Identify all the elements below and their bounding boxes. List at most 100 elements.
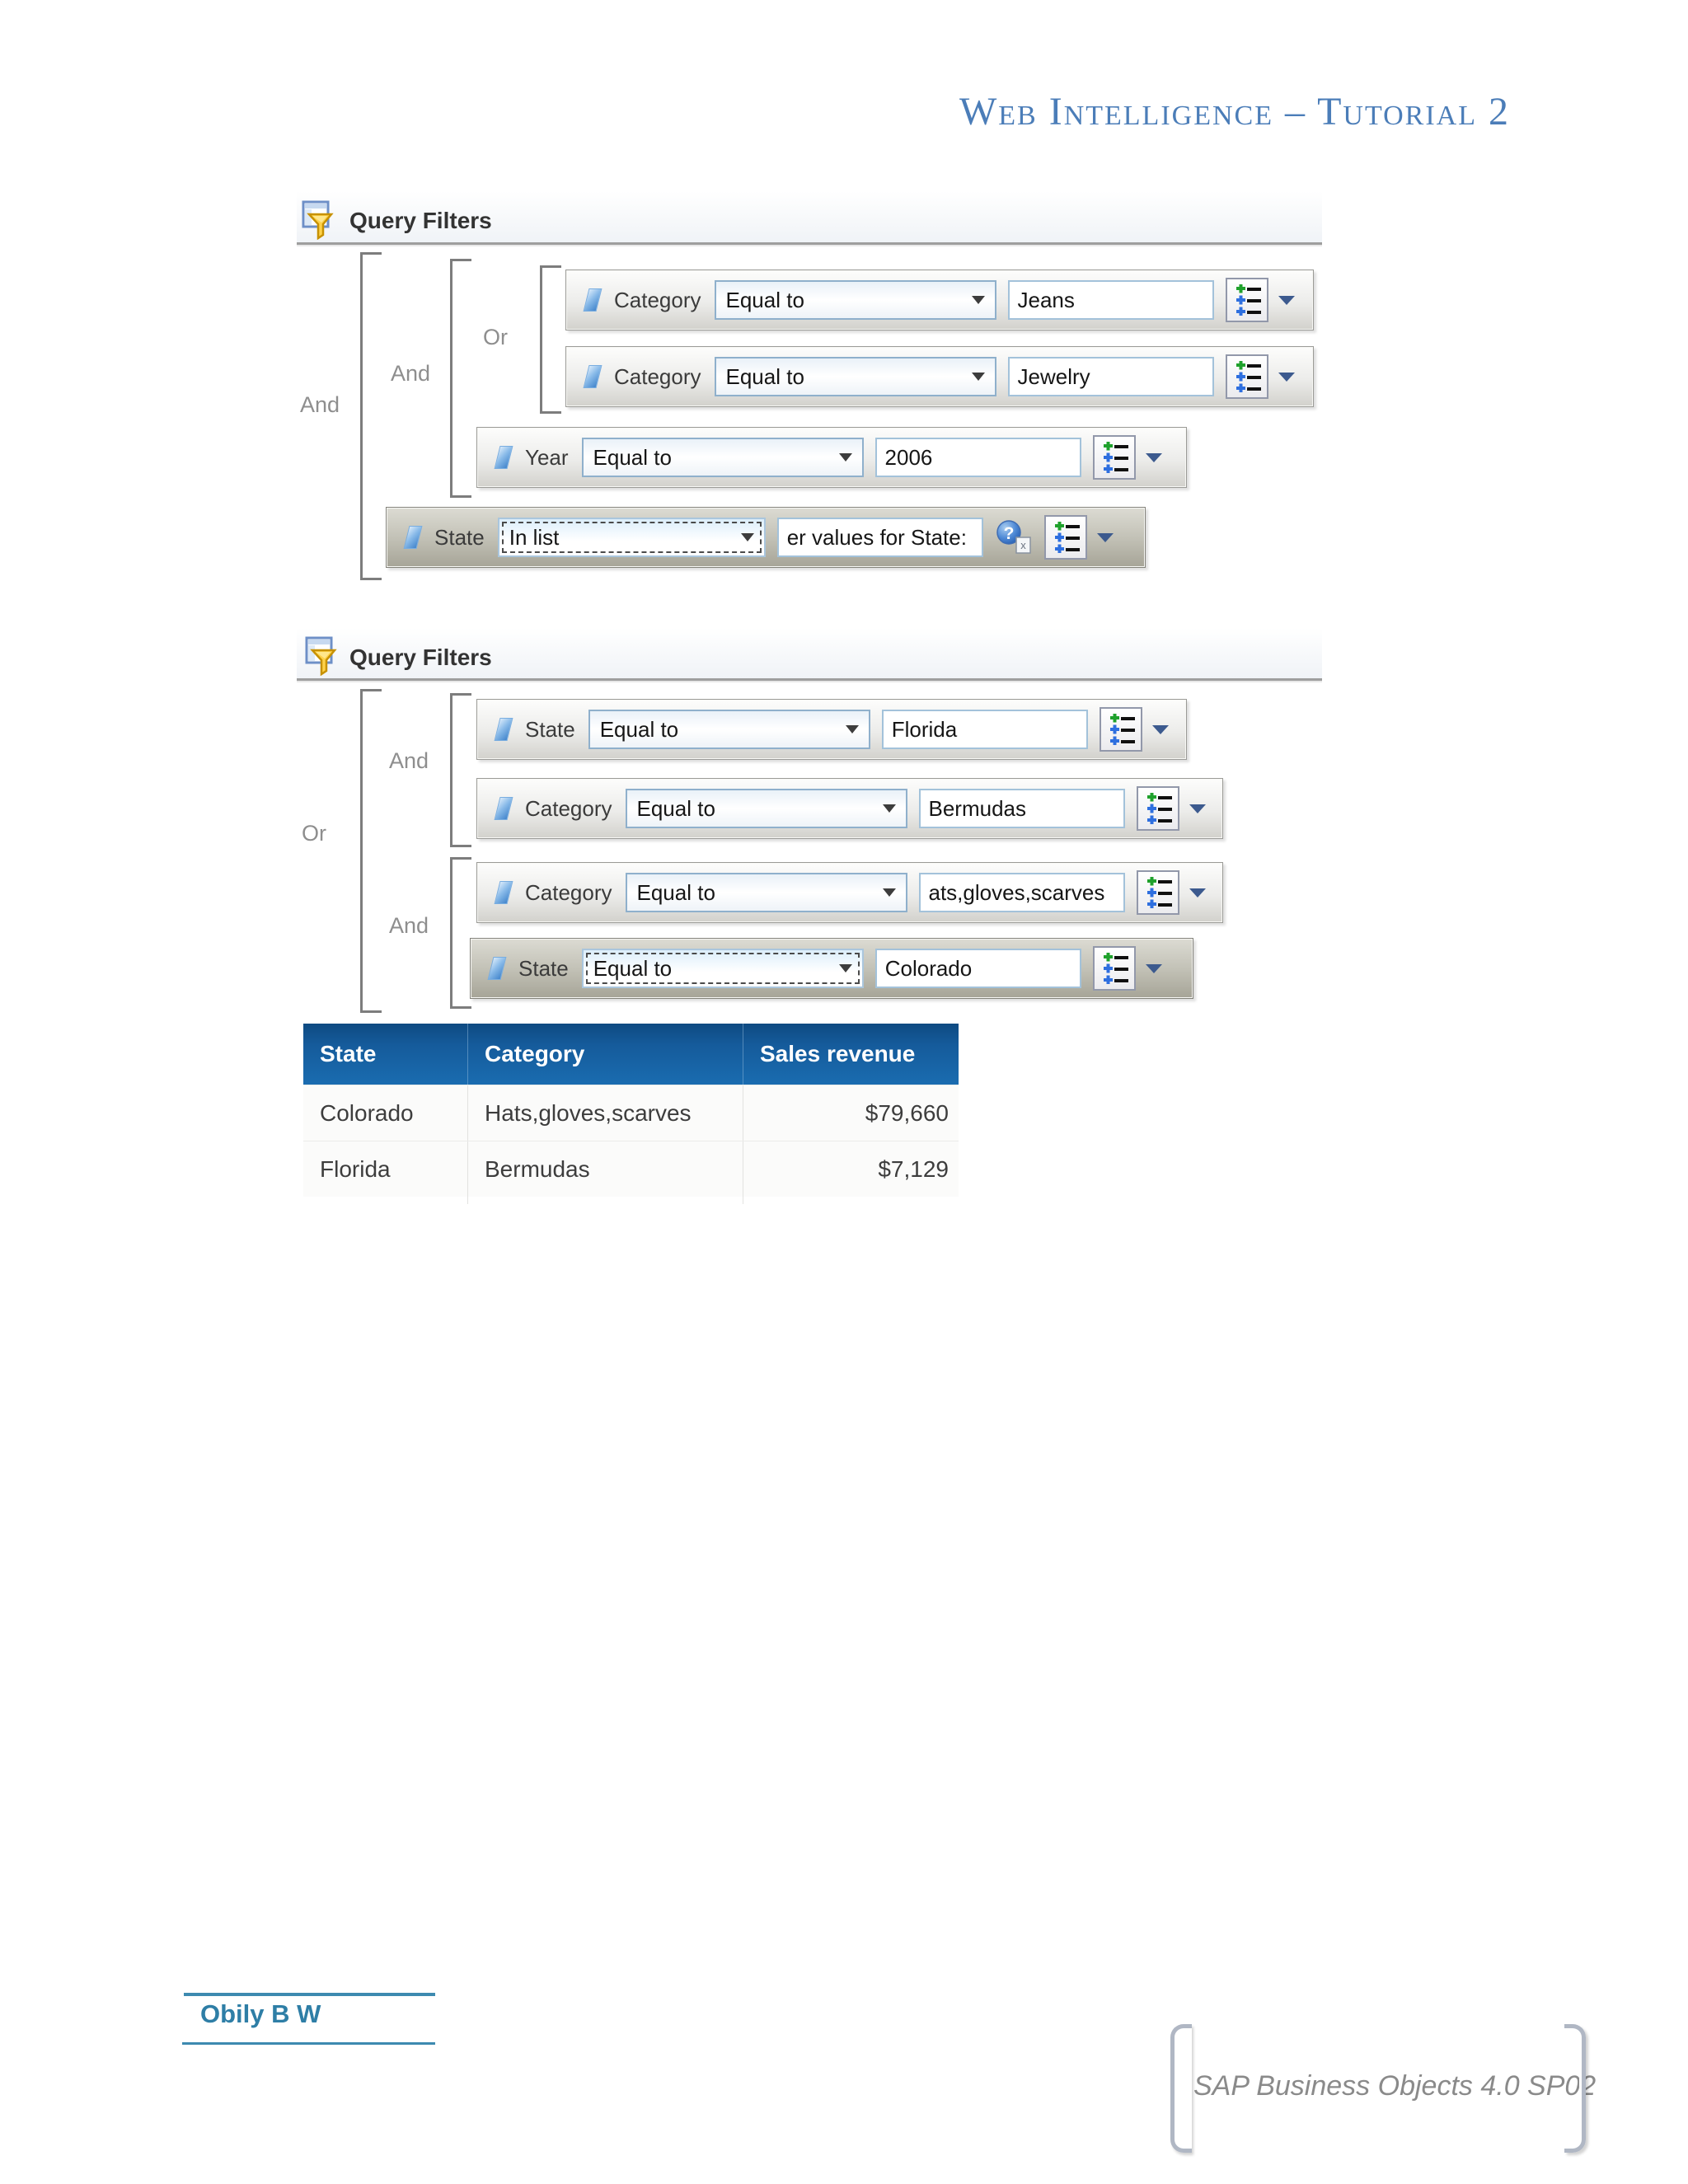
operator-value: Equal to — [725, 363, 804, 389]
result-table: State Category Sales revenue Colorado Ha… — [303, 1024, 959, 1204]
prompt-text-input[interactable] — [776, 518, 983, 557]
operator-value: Equal to — [593, 444, 672, 470]
operator-label: And — [391, 361, 431, 386]
filter-field-label: State — [525, 716, 575, 742]
filter-value-input[interactable] — [1007, 280, 1214, 320]
filter-options-caret-icon[interactable] — [1145, 963, 1162, 973]
list-of-values-button[interactable] — [1136, 786, 1179, 831]
operator-dropdown[interactable]: Equal to — [588, 710, 870, 749]
list-of-values-button[interactable] — [1225, 278, 1268, 322]
filter-row-selected[interactable]: State Equal to — [470, 938, 1193, 999]
chevron-down-icon — [838, 453, 852, 462]
chevron-down-icon — [845, 725, 859, 733]
filter-options-caret-icon[interactable] — [1189, 804, 1206, 813]
author-name: Obily B W — [200, 1999, 321, 2028]
dimension-icon — [403, 526, 423, 549]
filter-value-input[interactable] — [918, 873, 1125, 912]
page-title: Web Intelligence – Tutorial 2 — [959, 90, 1510, 134]
chevron-down-icon — [971, 296, 985, 304]
operator-label: Or — [302, 821, 326, 846]
list-of-values-button[interactable] — [1225, 354, 1268, 399]
filter-value-input[interactable] — [874, 438, 1081, 477]
operator-dropdown[interactable]: In list — [497, 518, 766, 557]
filter-options-caret-icon[interactable] — [1096, 532, 1114, 542]
chevron-down-icon — [838, 964, 852, 972]
list-values-icon — [1109, 714, 1135, 745]
operator-dropdown[interactable]: Equal to — [714, 357, 996, 396]
operator-value: Equal to — [636, 879, 715, 905]
filter-options-caret-icon[interactable] — [1189, 888, 1206, 898]
list-values-icon — [1146, 877, 1172, 908]
svg-text:?: ? — [1003, 524, 1014, 543]
filter-options-caret-icon[interactable] — [1278, 372, 1295, 382]
cell-category: Hats,gloves,scarves — [468, 1085, 743, 1141]
cell-category: Bermudas — [468, 1141, 743, 1197]
list-of-values-button[interactable] — [1092, 946, 1136, 991]
filter-value-input[interactable] — [874, 949, 1081, 988]
filter-field-label: Year — [525, 444, 569, 470]
operator-value: Equal to — [636, 795, 715, 821]
filter-value-input[interactable] — [1007, 357, 1214, 396]
panel-title: Query Filters — [349, 208, 492, 233]
filter-field-label: Category — [525, 795, 612, 821]
filter-row[interactable]: Category Equal to — [476, 778, 1223, 839]
operator-value: Equal to — [725, 287, 804, 312]
list-values-icon — [1236, 284, 1261, 316]
operator-dropdown[interactable]: Equal to — [625, 873, 907, 912]
divider — [297, 678, 1322, 681]
query-filters-icon — [302, 200, 336, 241]
and-bracket — [360, 252, 382, 580]
filter-options-caret-icon[interactable] — [1278, 295, 1295, 305]
operator-label: And — [389, 913, 429, 938]
column-header: Sales revenue — [760, 1041, 916, 1066]
dimension-icon — [494, 797, 513, 820]
filter-row-selected[interactable]: State In list ? x — [386, 507, 1146, 568]
table-footer-strip — [303, 1197, 959, 1204]
operator-label: And — [389, 748, 429, 773]
panel-header-strip — [297, 628, 1322, 678]
or-bracket — [360, 689, 382, 1013]
list-values-icon — [1236, 361, 1261, 392]
list-of-values-button[interactable] — [1092, 435, 1136, 480]
filter-value-input[interactable] — [918, 789, 1125, 828]
operator-dropdown[interactable]: Equal to — [714, 280, 996, 320]
cell-state: Colorado — [303, 1085, 468, 1141]
dimension-icon — [494, 446, 513, 469]
list-values-icon — [1103, 442, 1128, 473]
cell-revenue: $7,129 — [743, 1141, 959, 1197]
operator-dropdown[interactable]: Equal to — [625, 789, 907, 828]
query-filters-icon — [305, 636, 340, 677]
operator-dropdown[interactable]: Equal to — [581, 438, 864, 477]
filter-row[interactable]: Category Equal to — [565, 269, 1314, 330]
filter-field-label: Category — [525, 879, 612, 905]
filter-field-label: State — [434, 524, 485, 550]
operator-dropdown[interactable]: Equal to — [581, 949, 864, 988]
operator-value: Equal to — [593, 955, 673, 981]
filter-value-input[interactable] — [881, 710, 1088, 749]
list-of-values-button[interactable] — [1099, 707, 1142, 752]
operator-value: In list — [509, 524, 560, 550]
filter-row[interactable]: Category Equal to — [476, 862, 1223, 923]
list-of-values-button[interactable] — [1136, 870, 1179, 915]
filter-row[interactable]: Year Equal to — [476, 427, 1187, 488]
filter-row[interactable]: State Equal to — [476, 699, 1187, 760]
list-values-icon — [1054, 522, 1080, 553]
filter-options-caret-icon[interactable] — [1145, 452, 1162, 462]
dimension-icon — [494, 881, 513, 904]
dimension-icon — [583, 365, 603, 388]
prompt-icon[interactable]: ? x — [995, 519, 1033, 555]
or-bracket — [540, 265, 561, 414]
chevron-down-icon — [882, 888, 896, 897]
filter-options-caret-icon[interactable] — [1151, 724, 1169, 734]
column-header: Category — [468, 1024, 743, 1085]
table-header-row: State Category Sales revenue — [303, 1024, 959, 1085]
operator-label: And — [300, 392, 340, 417]
filter-row[interactable]: Category Equal to — [565, 346, 1314, 407]
right-bracket-shape — [1564, 2024, 1586, 2153]
chevron-down-icon — [971, 373, 985, 381]
svg-text:x: x — [1020, 539, 1026, 551]
chevron-down-icon — [882, 804, 896, 813]
list-of-values-button[interactable] — [1043, 515, 1087, 560]
chevron-down-icon — [740, 533, 754, 541]
